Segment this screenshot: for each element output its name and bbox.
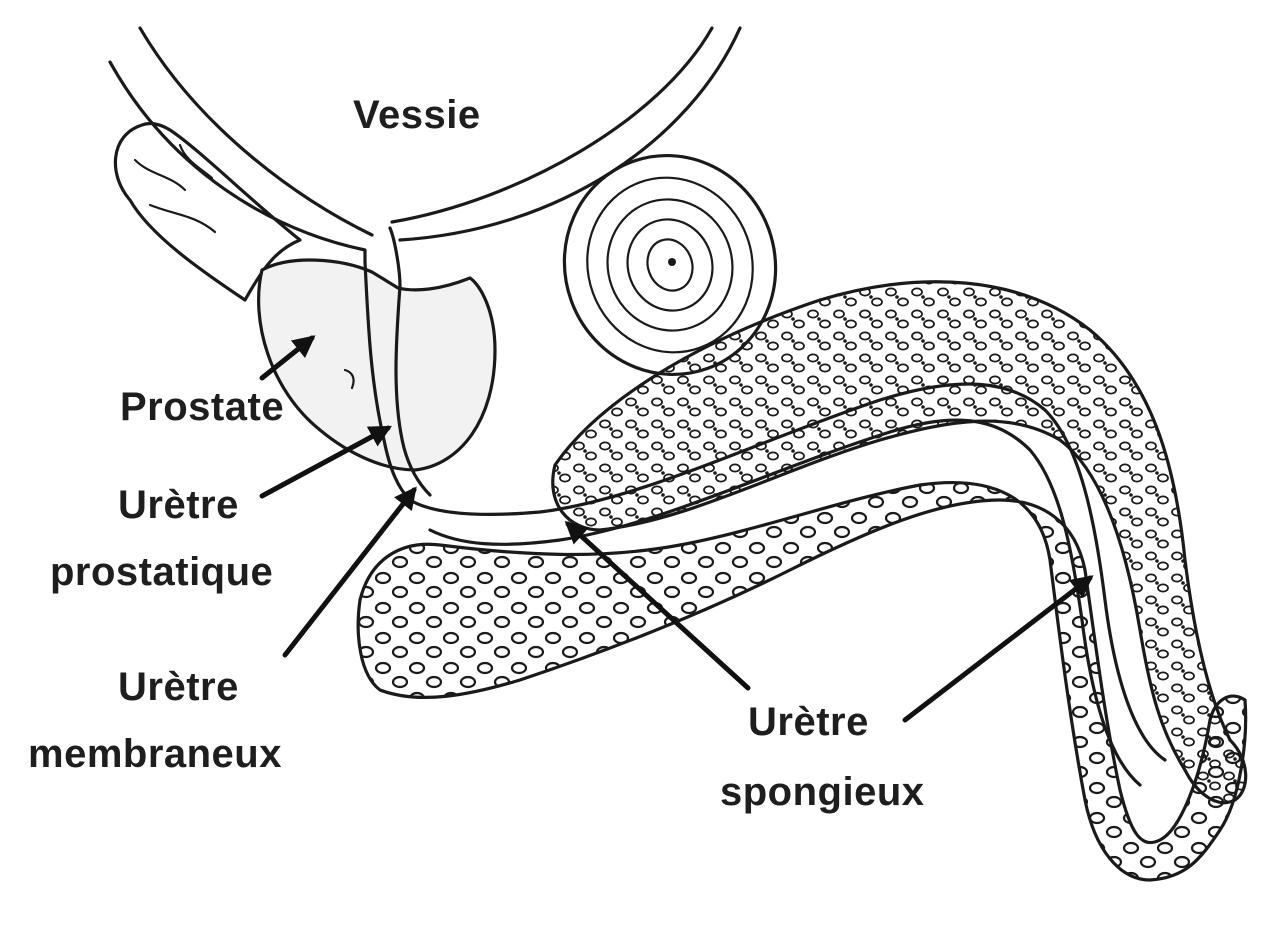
label-uretre-membraneux-line2: membraneux — [28, 732, 282, 776]
label-uretre-spongieux-line1: Urètre — [748, 700, 869, 744]
arrow-prostate — [259, 335, 316, 381]
label-uretre-prostatique-line2: prostatique — [50, 550, 273, 594]
label-prostate: Prostate — [120, 385, 284, 429]
arrow-prostatic-urethra — [259, 425, 392, 499]
arrow-spongy-urethra-right — [902, 575, 1094, 723]
label-vessie: Vessie — [353, 93, 481, 137]
corpus-spongiosum-shape — [356, 480, 1248, 882]
prostatic-urethra-shape — [343, 260, 432, 502]
prostate-shape — [257, 258, 497, 472]
arrow-spongy-urethra-left — [564, 520, 751, 691]
spongy-urethra-shape — [408, 382, 1167, 787]
label-uretre-membraneux-line1: Urètre — [118, 665, 239, 709]
arrow-membranous-urethra — [282, 486, 417, 658]
corpus-cavernosum-shape — [551, 280, 1248, 805]
label-uretre-spongieux-line2: spongieux — [720, 770, 925, 814]
label-uretre-prostatique-line1: Urètre — [118, 483, 239, 527]
